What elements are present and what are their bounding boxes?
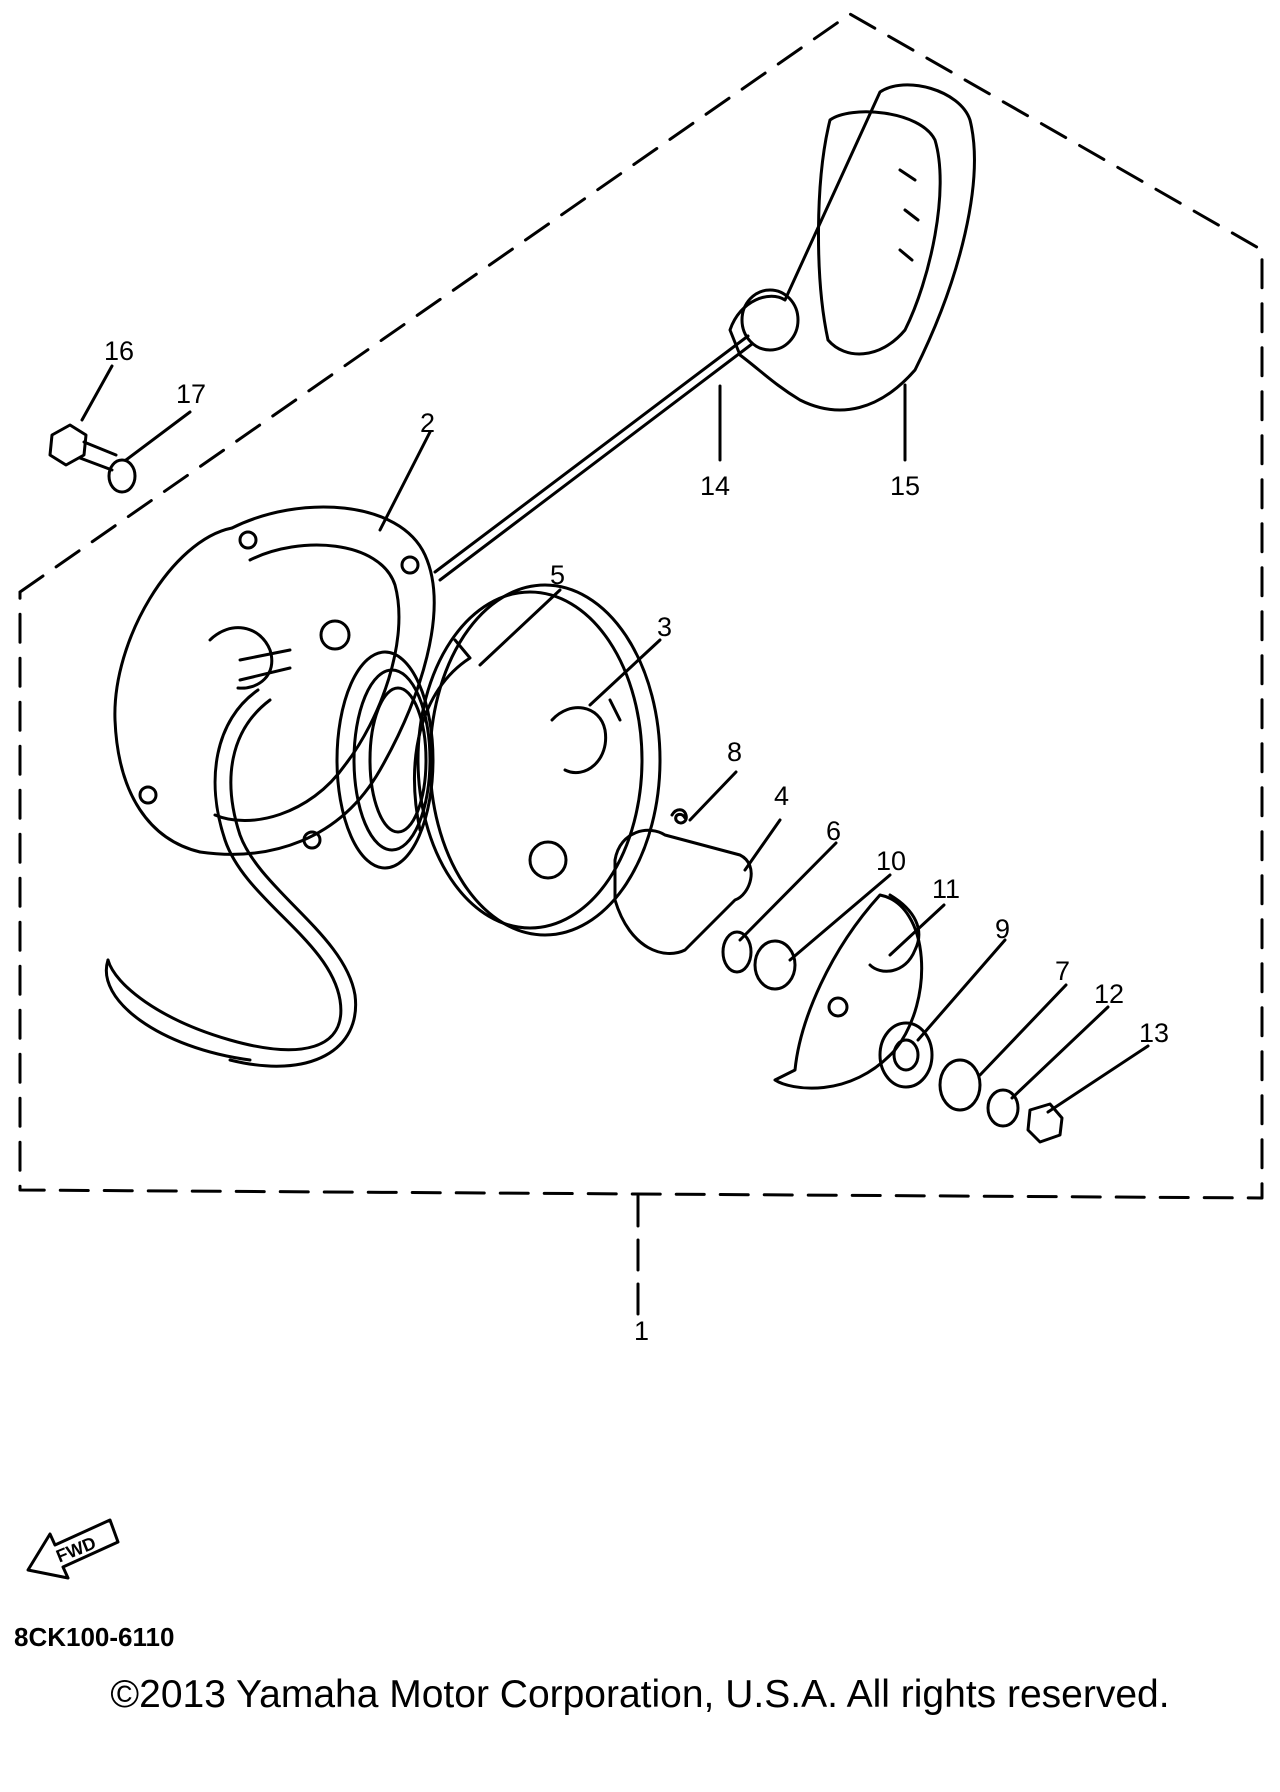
callout-14: 14 xyxy=(700,471,730,501)
callout-1: 1 xyxy=(634,1316,649,1346)
callout-7: 7 xyxy=(1055,956,1070,986)
callout-2: 2 xyxy=(420,408,435,438)
bolt xyxy=(48,423,118,472)
callout-17: 17 xyxy=(176,379,206,409)
callout-16: 16 xyxy=(104,336,134,366)
assembly-boundary xyxy=(18,12,1264,1200)
callout-9: 9 xyxy=(995,914,1010,944)
nut xyxy=(1026,1102,1064,1144)
washer-17 xyxy=(107,458,137,494)
starter-handle xyxy=(728,83,976,412)
callout-10: 10 xyxy=(876,846,906,876)
callout-5: 5 xyxy=(550,560,565,590)
diagram-part-code: 8CK100-6110 xyxy=(14,1622,175,1652)
callout-11: 11 xyxy=(932,874,960,904)
callout-8: 8 xyxy=(727,737,742,767)
washer-9 xyxy=(878,1021,934,1089)
washer-10 xyxy=(753,939,797,991)
forward-direction-arrow-icon xyxy=(26,1518,120,1580)
starter-rope xyxy=(104,334,754,1068)
drum-sheave xyxy=(416,583,662,937)
recoil-spring xyxy=(335,638,472,870)
starter-case xyxy=(113,505,436,856)
callout-3: 3 xyxy=(657,612,672,642)
spring xyxy=(721,930,753,974)
callout-6: 6 xyxy=(826,816,841,846)
washer-7 xyxy=(938,1058,982,1112)
callout-13: 13 xyxy=(1139,1018,1169,1048)
copyright-notice: ©2013 Yamaha Motor Corporation, U.S.A. A… xyxy=(110,1673,1170,1716)
callout-15: 15 xyxy=(890,471,920,501)
callout-4: 4 xyxy=(774,781,789,811)
ratchet-spring xyxy=(670,808,688,825)
drive-plate xyxy=(773,893,924,1090)
washer-12 xyxy=(986,1088,1020,1128)
ratchet xyxy=(613,828,753,955)
callout-12: 12 xyxy=(1094,979,1124,1009)
